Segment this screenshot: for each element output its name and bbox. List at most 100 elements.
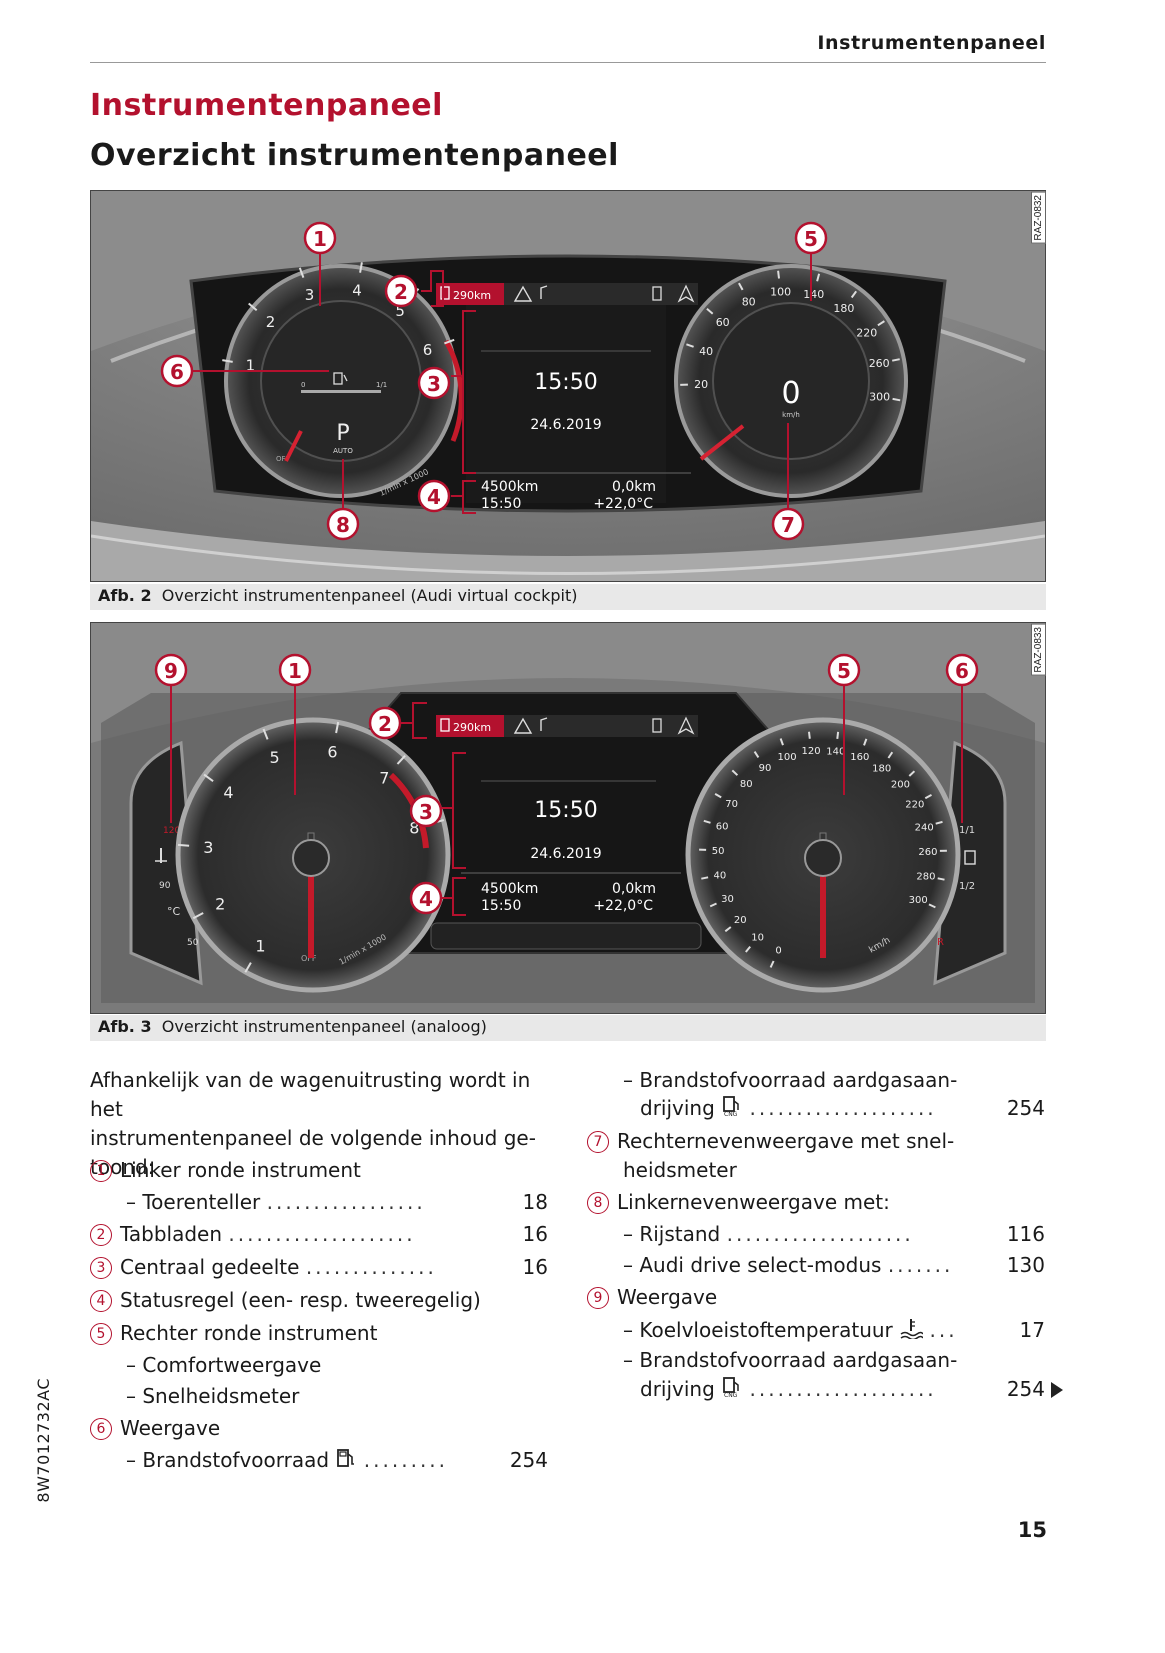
svg-text:2: 2 — [394, 280, 408, 304]
speed-label-tick — [908, 770, 916, 777]
fuel-pump-icon — [440, 286, 450, 300]
svg-text:5: 5 — [837, 659, 851, 683]
speed-label-tick — [731, 769, 739, 776]
page-ref[interactable]: 16 — [522, 1222, 548, 1246]
page-ref[interactable]: 130 — [1006, 1253, 1045, 1277]
speed-label-120: 120 — [802, 746, 821, 757]
rpm-needle — [284, 430, 303, 462]
speed-label-tick — [745, 945, 751, 953]
speed-label-20: 20 — [694, 378, 708, 391]
rpm-label-8: 8 — [409, 818, 419, 837]
speed-label-tick — [924, 794, 932, 800]
list-item: drijving CNG .................... — [640, 1377, 937, 1401]
rpm-label-tick — [298, 267, 305, 278]
rpm-label-4: 4 — [352, 282, 362, 300]
item-label: – Audi drive select-modus — [623, 1253, 882, 1277]
page-ref[interactable]: 16 — [522, 1255, 548, 1279]
chapter-title: Instrumentenpaneel — [90, 88, 443, 123]
speed-label-180: 180 — [833, 302, 854, 315]
item-label: Rechternevenweergave met snel- — [617, 1129, 955, 1153]
callout-1: 1 — [303, 221, 337, 255]
callout-4: 4 — [417, 479, 451, 513]
speed-label-tick — [808, 731, 811, 739]
item-label: Linkernevenweergave met: — [617, 1190, 890, 1214]
speed-unit: km/h — [782, 411, 800, 419]
rpm-label-2: 2 — [266, 313, 276, 331]
rpm-label-tick — [444, 338, 455, 345]
svg-text:3: 3 — [419, 800, 433, 824]
document-code: 8W7012732AC — [34, 1378, 53, 1503]
rpm-label-tick — [203, 773, 214, 783]
speed-label-tick — [836, 731, 840, 740]
speed-label-tick — [816, 273, 821, 282]
callout-1: 1 — [278, 653, 312, 687]
callout-6: 6 — [160, 354, 194, 388]
speed-label-80: 80 — [742, 295, 756, 308]
speed-label-300: 300 — [869, 391, 890, 404]
item-label: Linker ronde instrument — [120, 1158, 361, 1182]
page-ref[interactable]: 17 — [1019, 1318, 1045, 1342]
speed-label-280: 280 — [916, 871, 935, 882]
list-item: – Brandstofvoorraad aardgasaan- — [623, 1348, 958, 1372]
svg-text:1: 1 — [313, 227, 327, 251]
speed-label-70: 70 — [725, 799, 738, 810]
item-label: – Brandstofvoorraad — [126, 1448, 330, 1472]
speed-label-tick — [928, 903, 936, 909]
speed-label-300: 300 — [909, 895, 928, 906]
speed-label-tick — [724, 926, 732, 933]
gear-mode: AUTO — [333, 447, 353, 455]
navigation-arrow-icon — [677, 716, 695, 735]
status-trip: 0,0km — [612, 881, 656, 897]
rpm-needle — [308, 873, 314, 958]
music-note-icon — [540, 717, 548, 731]
svg-text:6: 6 — [170, 360, 184, 384]
fuel-scale-half: 1/2 — [959, 881, 975, 892]
callout-4: 4 — [409, 881, 443, 915]
rpm-label-tick — [248, 302, 258, 312]
svg-text:4: 4 — [427, 485, 441, 509]
speed-label-tick — [887, 751, 894, 759]
speed-label-220: 220 — [856, 326, 877, 339]
page-ref[interactable]: 254 — [509, 1448, 548, 1472]
list-item: – Toerenteller ................. — [126, 1190, 426, 1214]
item-label: Tabbladen — [120, 1222, 223, 1246]
item-label: Centraal gedeelte — [120, 1255, 300, 1279]
page-ref[interactable]: 18 — [522, 1190, 548, 1214]
item-number: 2 — [90, 1224, 112, 1246]
item-label: – Toerenteller — [126, 1190, 261, 1214]
speed-label-100: 100 — [770, 286, 791, 299]
callout-3: 3 — [409, 794, 443, 828]
status-time: 15:50 — [481, 496, 521, 512]
tab-range: 290km — [453, 289, 491, 302]
fuel-empty: 0 — [301, 381, 305, 389]
rpm-label-tick — [244, 962, 252, 973]
rpm-label-tick — [396, 755, 406, 765]
svg-text:5: 5 — [804, 227, 818, 251]
rpm-label-2: 2 — [215, 895, 225, 914]
item-label: Rechter ronde instrument — [120, 1321, 378, 1345]
rpm-label-7: 7 — [379, 769, 389, 788]
rpm-label-4: 4 — [223, 783, 233, 802]
speed-label-100: 100 — [778, 752, 797, 763]
off-label: OFF — [276, 455, 290, 463]
section-title: Overzicht instrumentenpaneel — [90, 138, 619, 173]
callout-2: 2 — [368, 706, 402, 740]
speed-label-140: 140 — [803, 288, 824, 301]
item-label: Weergave — [120, 1416, 221, 1440]
fuel-pump-icon — [964, 850, 976, 865]
item-number: 9 — [587, 1287, 609, 1309]
svg-text:4: 4 — [419, 887, 433, 911]
page-ref[interactable]: 254 — [1006, 1096, 1045, 1120]
list-item: – Snelheidsmeter — [126, 1384, 300, 1408]
page-ref[interactable]: 254 — [1006, 1377, 1045, 1401]
item-number: 5 — [90, 1323, 112, 1345]
warning-triangle-icon — [513, 717, 533, 734]
coolant-temperature-icon — [900, 1319, 924, 1339]
page-ref[interactable]: 116 — [1006, 1222, 1045, 1246]
svg-text:CNG: CNG — [724, 1111, 738, 1117]
rpm-label-6: 6 — [423, 341, 433, 359]
